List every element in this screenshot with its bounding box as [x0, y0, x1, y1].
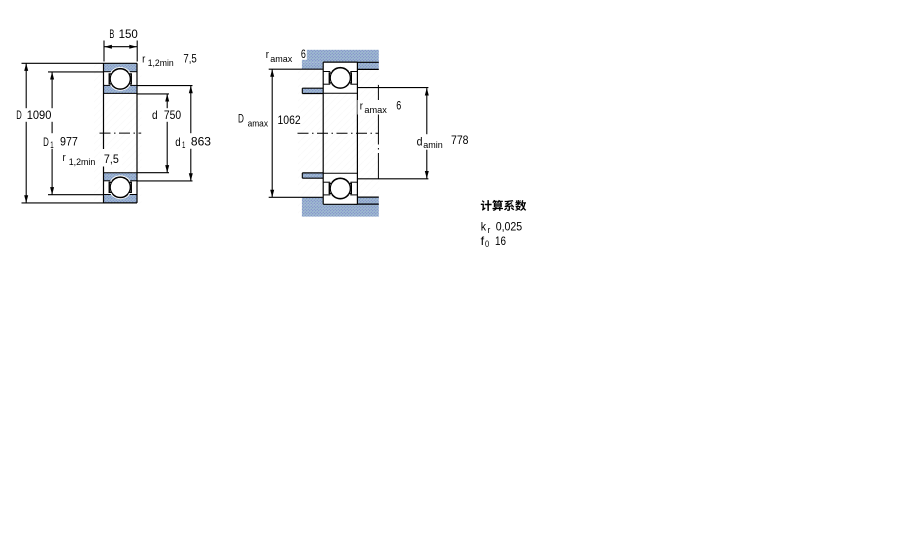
svg-text:1: 1	[50, 140, 53, 151]
svg-text:d: d	[417, 135, 423, 149]
svg-text:amax: amax	[248, 118, 269, 129]
svg-text:r: r	[63, 152, 66, 164]
svg-text:amax: amax	[270, 54, 292, 65]
svg-text:k: k	[481, 220, 487, 234]
svg-text:16: 16	[495, 234, 506, 248]
svg-text:0,025: 0,025	[496, 220, 523, 234]
svg-text:d: d	[175, 135, 180, 149]
svg-text:D: D	[238, 112, 244, 126]
svg-text:r: r	[488, 225, 491, 236]
svg-text:863: 863	[191, 134, 211, 148]
svg-text:r: r	[266, 49, 269, 61]
svg-text:D: D	[43, 135, 49, 149]
svg-text:amax: amax	[364, 105, 387, 116]
svg-text:150: 150	[119, 27, 139, 41]
svg-text:B: B	[109, 27, 114, 41]
svg-text:1: 1	[182, 140, 185, 151]
svg-text:0: 0	[485, 239, 489, 250]
svg-text:1090: 1090	[27, 108, 52, 122]
svg-text:d: d	[152, 108, 158, 122]
svg-text:7,5: 7,5	[183, 54, 196, 66]
svg-text:7,5: 7,5	[104, 154, 119, 166]
svg-text:r: r	[142, 53, 145, 65]
svg-text:1,2min: 1,2min	[69, 157, 96, 168]
svg-text:6: 6	[396, 100, 401, 112]
svg-text:977: 977	[60, 134, 78, 148]
svg-text:r: r	[360, 100, 363, 112]
svg-text:f: f	[481, 234, 485, 248]
svg-text:778: 778	[451, 133, 469, 147]
svg-text:amin: amin	[423, 140, 443, 151]
svg-text:750: 750	[164, 108, 181, 122]
svg-text:1062: 1062	[278, 113, 301, 127]
svg-text:1,2min: 1,2min	[148, 58, 174, 69]
svg-text:6: 6	[301, 49, 306, 61]
svg-text:D: D	[16, 108, 22, 122]
